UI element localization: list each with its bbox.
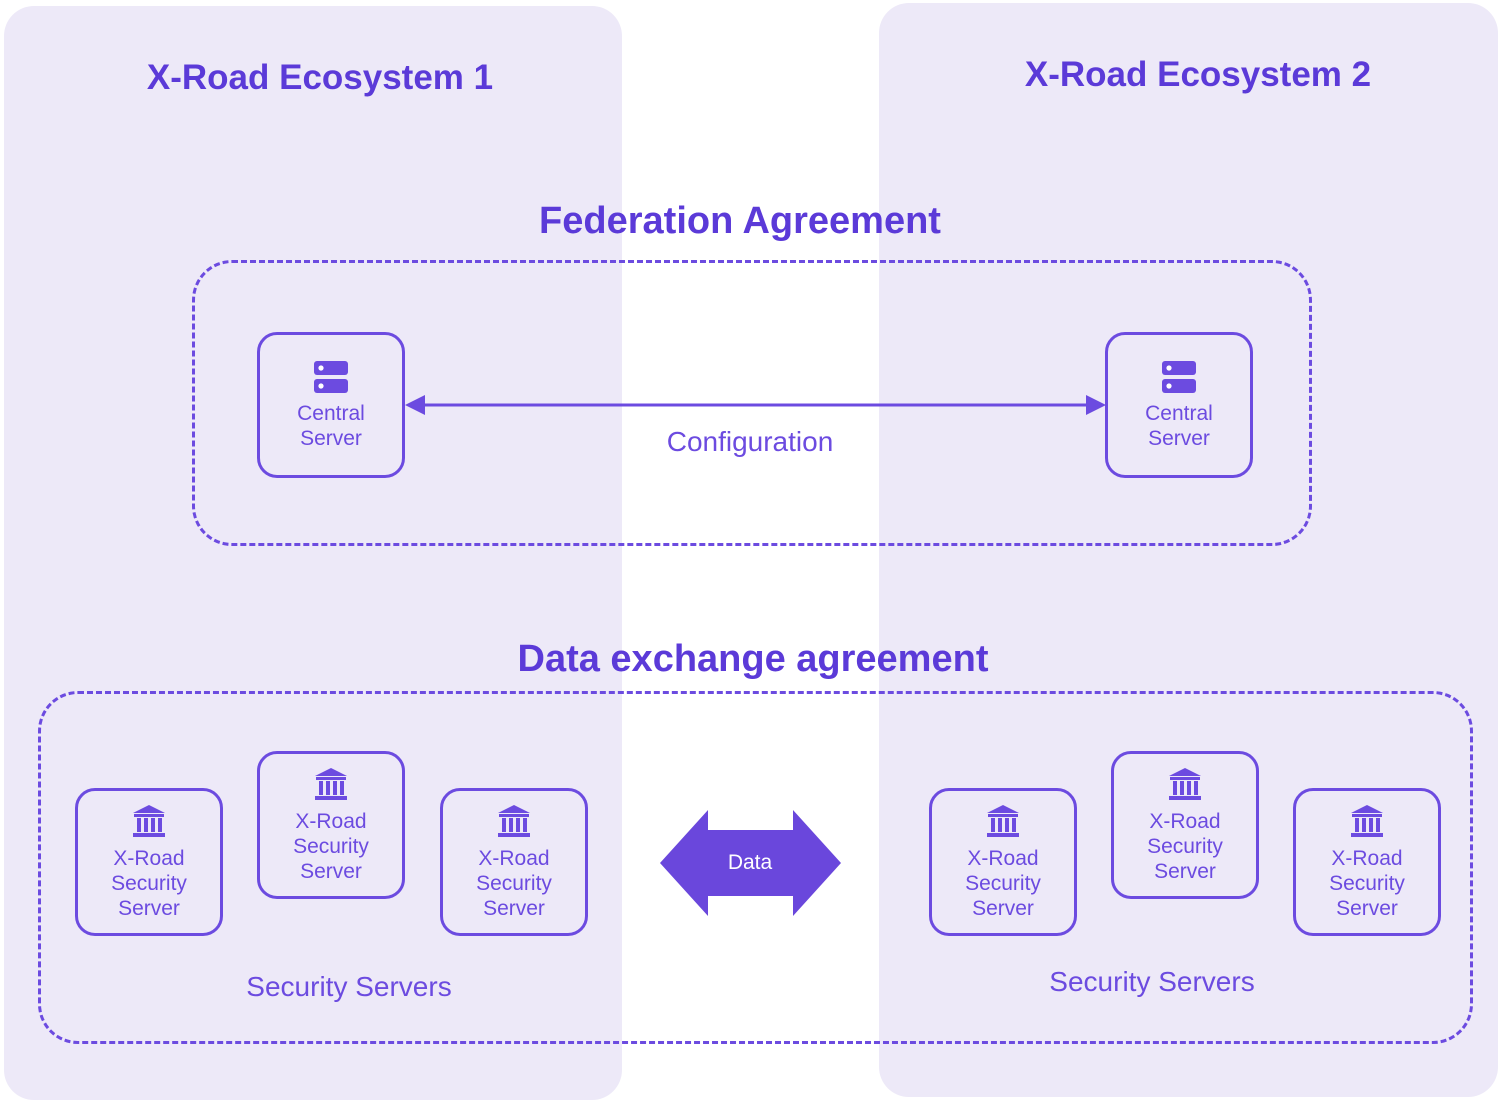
data-exchange-agreement-boundary: [38, 691, 1473, 1044]
central-server-right-label: Central Server: [1145, 402, 1213, 450]
data-arrow-label: Data: [727, 851, 773, 874]
security-servers-caption-left: Security Servers: [246, 971, 452, 1002]
federation-agreement-title: Federation Agreement: [539, 200, 941, 242]
security-server-left-2[interactable]: X-Road Security Server: [257, 751, 405, 899]
security-server-label: X-Road Security Server: [1329, 846, 1405, 920]
data-exchange-agreement-title: Data exchange agreement: [517, 638, 989, 680]
security-server-left-1[interactable]: X-Road Security Server: [75, 788, 223, 936]
security-server-right-2[interactable]: X-Road Security Server: [1111, 751, 1259, 899]
security-server-label: X-Road Security Server: [965, 846, 1041, 920]
security-server-label: X-Road Security Server: [111, 846, 187, 920]
configuration-label: Configuration: [666, 426, 834, 457]
central-server-left[interactable]: Central Server: [257, 332, 405, 478]
security-servers-caption-right: Security Servers: [1049, 966, 1255, 997]
institution-icon: [1351, 804, 1383, 837]
institution-icon: [133, 804, 165, 837]
configuration-arrow: [405, 395, 1106, 415]
institution-icon: [498, 804, 530, 837]
institution-icon: [315, 767, 347, 800]
server-icon: [1162, 361, 1196, 393]
security-server-label: X-Road Security Server: [476, 846, 552, 920]
ecosystem-2-panel: [879, 3, 1498, 1097]
central-server-left-label: Central Server: [297, 402, 365, 450]
security-server-right-1[interactable]: X-Road Security Server: [929, 788, 1077, 936]
security-server-left-3[interactable]: X-Road Security Server: [440, 788, 588, 936]
security-server-label: X-Road Security Server: [1147, 809, 1223, 883]
security-server-label: X-Road Security Server: [293, 809, 369, 883]
ecosystem-1-title: X-Road Ecosystem 1: [146, 58, 494, 97]
data-exchange-arrow: [660, 810, 841, 916]
institution-icon: [1169, 767, 1201, 800]
central-server-right[interactable]: Central Server: [1105, 332, 1253, 478]
federation-agreement-boundary: [192, 260, 1312, 546]
ecosystem-1-panel: [4, 6, 622, 1100]
ecosystem-2-title: X-Road Ecosystem 2: [1024, 55, 1372, 94]
institution-icon: [987, 804, 1019, 837]
server-icon: [314, 361, 348, 393]
security-server-right-3[interactable]: X-Road Security Server: [1293, 788, 1441, 936]
